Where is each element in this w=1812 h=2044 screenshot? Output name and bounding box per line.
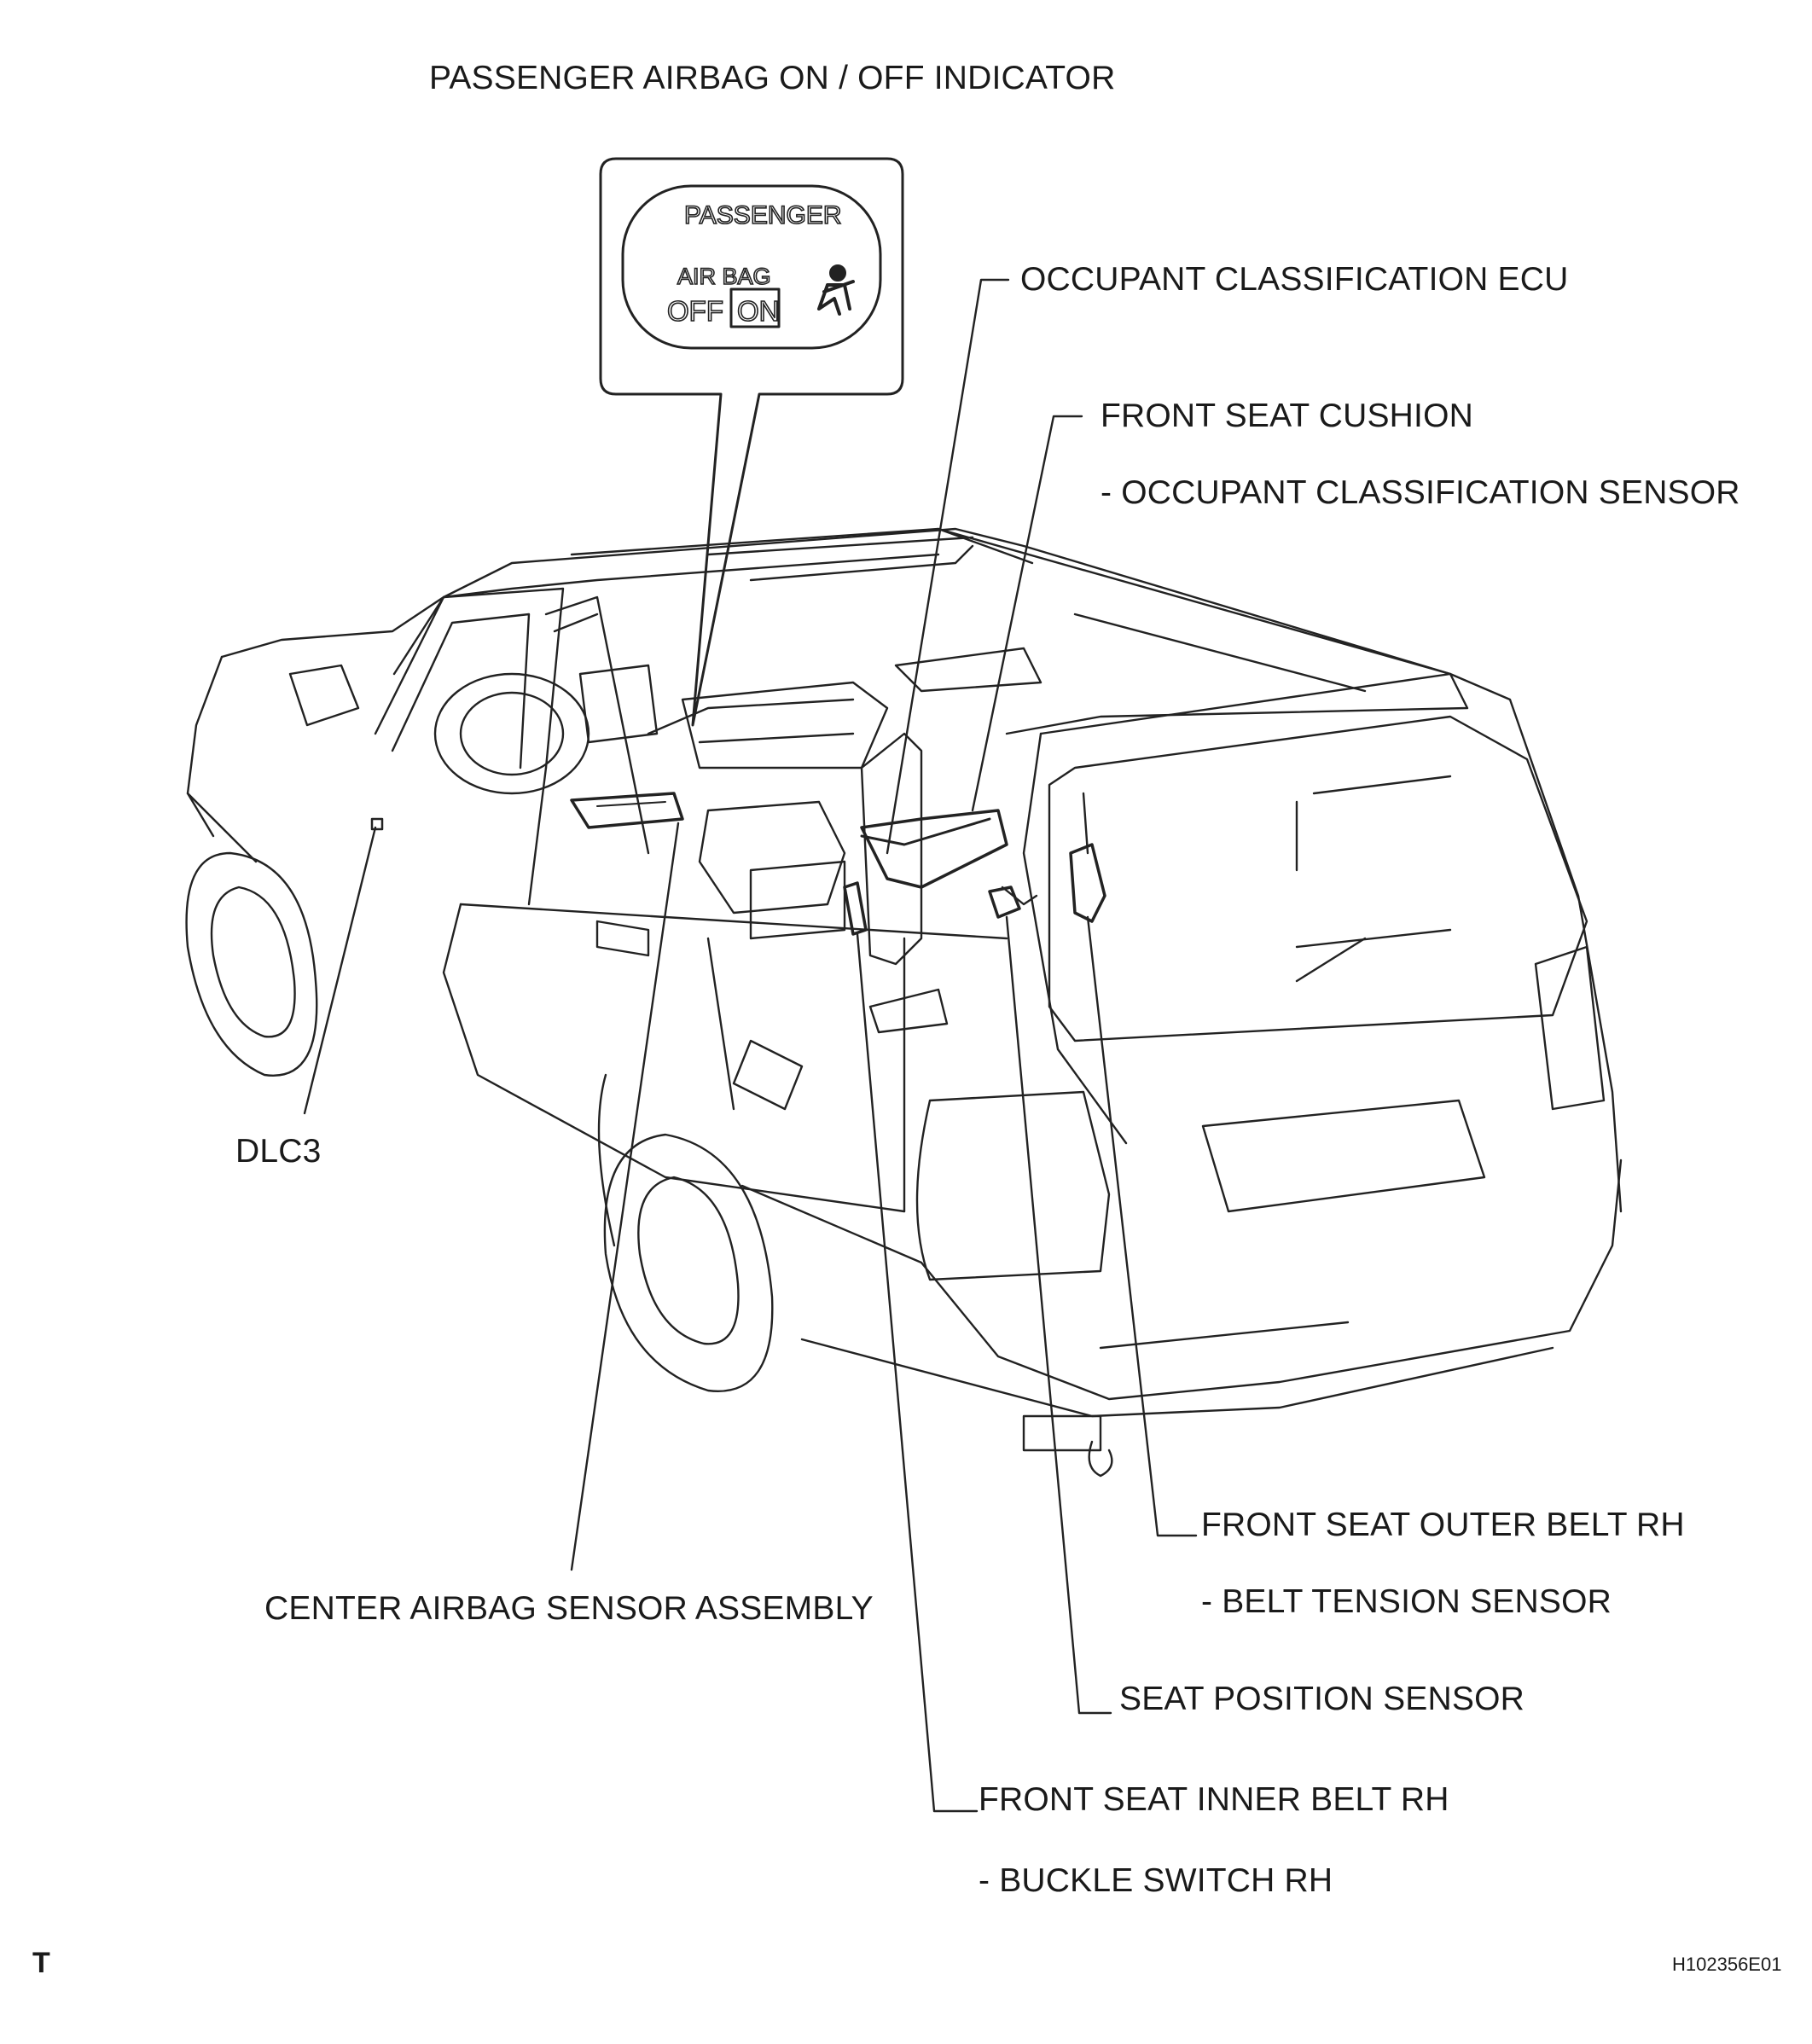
diagram-title: PASSENGER AIRBAG ON / OFF INDICATOR xyxy=(429,60,1116,96)
leader-center xyxy=(570,822,680,1571)
on-box xyxy=(729,287,781,328)
figure-code: H102356E01 xyxy=(1672,1954,1782,1975)
label-buckle: - BUCKLE SWITCH RH xyxy=(979,1862,1333,1899)
indicator-callout-box xyxy=(599,157,904,727)
label-cushion-sensor: - OCCUPANT CLASSIFICATION SENSOR xyxy=(1101,474,1740,511)
leader-cushion xyxy=(971,415,1083,812)
leader-outer xyxy=(1086,915,1198,1537)
corner-mark: T xyxy=(32,1947,50,1979)
leader-dlc3 xyxy=(303,826,377,1115)
leader-inner xyxy=(856,932,979,1813)
label-ecu: OCCUPANT CLASSIFICATION ECU xyxy=(1020,261,1569,298)
indicator-on-text: ON xyxy=(737,295,780,327)
label-belt-tension: - BELT TENSION SENSOR xyxy=(1201,1583,1612,1620)
label-seat-position: SEAT POSITION SENSOR xyxy=(1119,1681,1525,1717)
buckle-switch-shape xyxy=(843,881,868,936)
label-inner-belt: FRONT SEAT INNER BELT RH xyxy=(979,1781,1449,1818)
leader-position xyxy=(1005,915,1112,1715)
label-center-sensor: CENTER AIRBAG SENSOR ASSEMBLY xyxy=(264,1590,874,1627)
dlc3-connector xyxy=(370,817,384,831)
label-outer-belt: FRONT SEAT OUTER BELT RH xyxy=(1201,1507,1685,1543)
indicator-airbag-text: AIR BAG xyxy=(677,264,771,289)
indicator-passenger-text: PASSENGER xyxy=(684,201,842,229)
leader-ecu xyxy=(886,278,1010,855)
seat-cushion-sensor-shape xyxy=(860,809,1008,889)
outer-belt-sensor-shape xyxy=(1069,843,1106,923)
center-airbag-sensor-shape xyxy=(570,792,684,829)
indicator-panel xyxy=(621,184,882,350)
seat-position-sensor-shape xyxy=(988,886,1021,919)
label-cushion: FRONT SEAT CUSHION xyxy=(1101,398,1473,434)
label-dlc3: DLC3 xyxy=(235,1133,322,1170)
indicator-off-text: OFF xyxy=(667,295,723,327)
seatbelt-person-icon xyxy=(817,264,855,316)
